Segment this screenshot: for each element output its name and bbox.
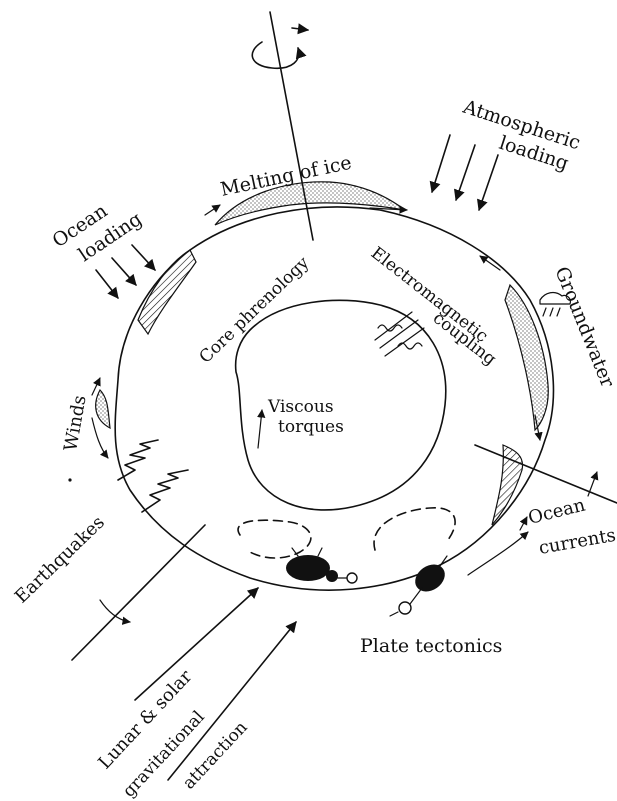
gravity-arrow-2 bbox=[135, 588, 258, 700]
winds-patch bbox=[96, 390, 110, 428]
label-winds: Winds bbox=[60, 394, 90, 453]
dot-mark bbox=[68, 478, 71, 481]
convection-cell-2 bbox=[374, 508, 455, 550]
label-earthquakes: Earthquakes bbox=[11, 512, 109, 608]
label-electromagnetic: Electromagnetic bbox=[367, 243, 492, 347]
label-viscous: Viscous bbox=[267, 397, 334, 417]
spin-arrow bbox=[252, 42, 299, 68]
ocean-arrow-2 bbox=[112, 258, 136, 285]
coupling-coil-icon bbox=[375, 312, 424, 356]
ocean-loading-patch bbox=[138, 250, 196, 334]
curved-arrow bbox=[100, 600, 130, 622]
spin-arrow-head bbox=[292, 28, 308, 30]
atmo-arrow-3 bbox=[479, 155, 498, 210]
rain-drops-icon bbox=[543, 308, 560, 316]
ocean-arrow-1 bbox=[96, 270, 118, 298]
atmo-arrow-2 bbox=[456, 145, 475, 200]
ocean-currents-patch bbox=[492, 445, 523, 525]
ocean-current-arrow-3 bbox=[468, 532, 528, 575]
label-torques: torques bbox=[278, 417, 344, 437]
plate-bug-2-icon bbox=[390, 556, 450, 616]
ocean-current-arrow-1 bbox=[520, 517, 527, 530]
atmo-arrow-1 bbox=[432, 135, 450, 192]
gravity-arrow-3 bbox=[168, 622, 296, 780]
viscous-torque-arrow bbox=[258, 410, 262, 448]
label-ocean-currents-1: Ocean bbox=[526, 494, 588, 528]
gravity-line-1 bbox=[72, 525, 205, 660]
ocean-arrow-3 bbox=[132, 245, 155, 270]
label-ocean-currents-2: currents bbox=[537, 525, 617, 559]
plate-bug-1-icon bbox=[286, 548, 357, 583]
earthquake-fault-1 bbox=[118, 440, 158, 480]
convection-cell-1 bbox=[238, 520, 311, 558]
groundwater-patch bbox=[505, 285, 548, 430]
earthquake-fault-2 bbox=[142, 470, 188, 512]
label-plate-tectonics: Plate tectonics bbox=[360, 635, 502, 657]
ice-flow-arrow-left bbox=[205, 205, 220, 215]
label-core-phrenology: Core phrenology bbox=[196, 253, 314, 368]
label-groundwater: Groundwater bbox=[550, 264, 617, 392]
